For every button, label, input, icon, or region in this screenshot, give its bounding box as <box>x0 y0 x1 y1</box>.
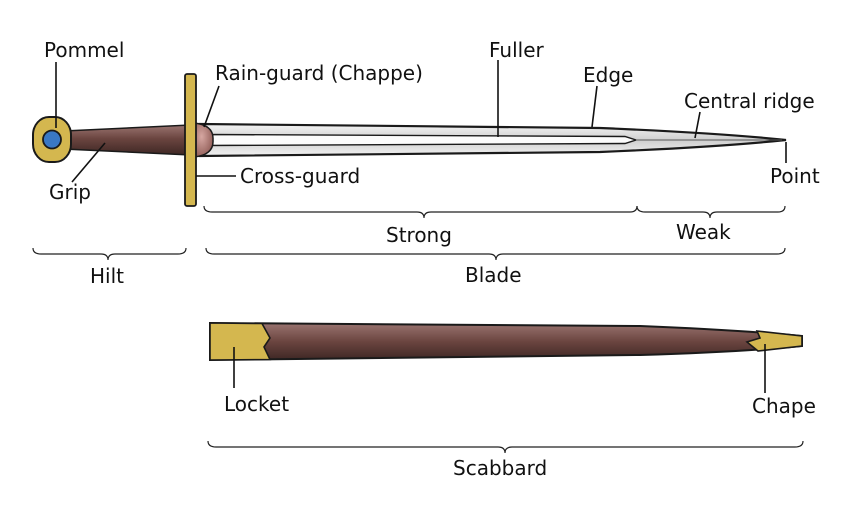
braces <box>32 205 804 454</box>
label-point: Point <box>770 164 820 188</box>
leader-central-ridge <box>694 111 701 139</box>
label-weak: Weak <box>676 220 731 244</box>
label-grip: Grip <box>49 180 91 204</box>
leader-edge <box>591 85 598 128</box>
leader-rain-guard <box>203 85 220 128</box>
grip-shape <box>63 124 191 156</box>
brace-weak <box>636 205 786 219</box>
label-central-ridge: Central ridge <box>684 89 815 113</box>
cross-guard-shape <box>184 73 197 207</box>
labels: Pommel Rain-guard (Chappe) Fuller Edge C… <box>44 38 820 480</box>
chape-shape <box>745 330 803 352</box>
fuller-groove <box>204 133 639 147</box>
label-edge: Edge <box>583 63 633 87</box>
locket-shape <box>209 322 272 361</box>
label-strong: Strong <box>386 223 452 247</box>
scabbard <box>209 321 803 362</box>
label-scabbard: Scabbard <box>453 456 547 480</box>
sword <box>32 73 787 207</box>
label-fuller: Fuller <box>489 38 545 62</box>
brace-hilt <box>32 247 187 261</box>
pommel-gem <box>42 129 62 150</box>
label-pommel: Pommel <box>44 38 124 62</box>
label-cross-guard: Cross-guard <box>240 164 360 188</box>
brace-strong <box>203 205 638 219</box>
brace-blade <box>205 247 786 261</box>
label-blade: Blade <box>465 263 522 287</box>
label-hilt: Hilt <box>90 264 124 288</box>
leader-lines <box>55 60 787 393</box>
label-rain-guard: Rain-guard (Chappe) <box>215 61 423 85</box>
brace-scabbard <box>207 440 804 454</box>
label-locket: Locket <box>224 392 289 416</box>
leader-grip <box>71 142 106 183</box>
scabbard-body <box>209 321 803 362</box>
label-chape: Chape <box>752 394 816 418</box>
